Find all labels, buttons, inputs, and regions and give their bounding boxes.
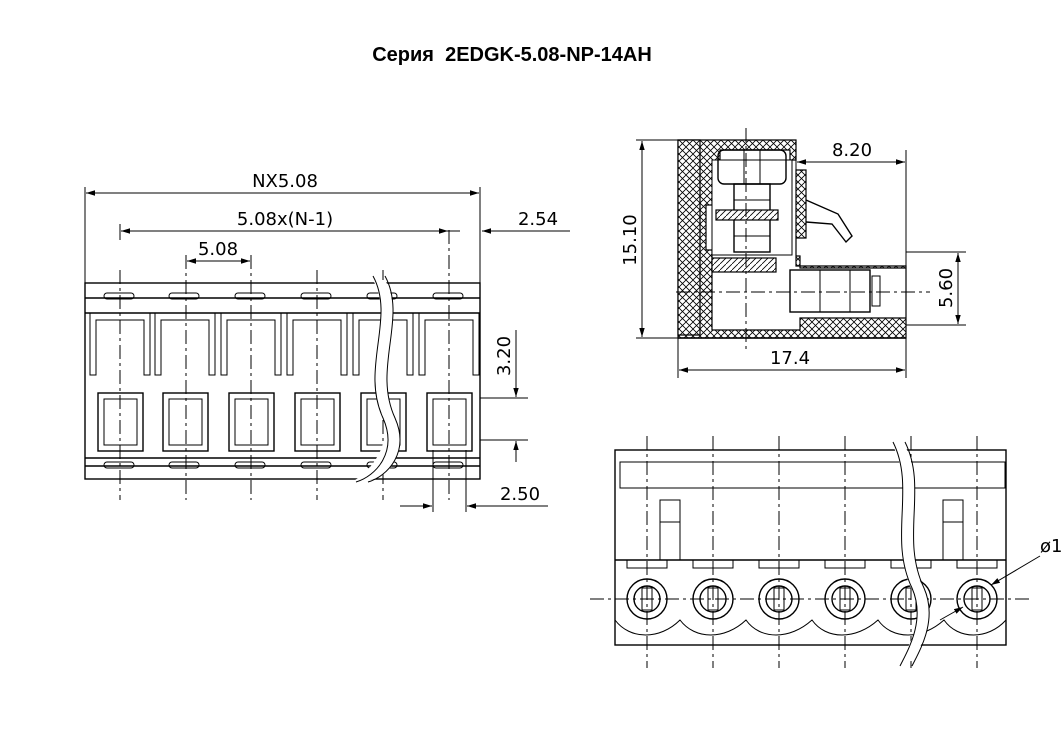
top-body-outline <box>614 449 1007 646</box>
front-break-line <box>355 275 401 483</box>
dim-edge-offset: 2.54 <box>518 209 558 230</box>
side-pin <box>789 269 871 313</box>
drawing-title: Серия 2EDGK-5.08-NP-14AH <box>372 44 652 66</box>
front-windows <box>97 392 473 452</box>
dim-height-small: 3.20 <box>494 336 515 376</box>
dim-length-total: 17.4 <box>770 348 810 369</box>
front-bottom-tabs <box>103 461 464 469</box>
top-centerlines <box>590 436 1030 668</box>
front-body-outline <box>84 282 481 480</box>
dim-depth-top: 8.20 <box>832 140 872 161</box>
front-slots <box>89 313 480 376</box>
dim-nx-pitch: NX5.08 <box>252 171 318 192</box>
top-view: ø1 <box>590 436 1062 668</box>
top-rail <box>619 461 1006 489</box>
dim-height-pin: 5.60 <box>936 268 957 308</box>
dim-hole-diameter: ø1 <box>1040 536 1062 557</box>
top-ledges <box>626 559 998 569</box>
dim-span-pitch: 5.08x(N-1) <box>237 209 333 230</box>
front-view: NX5.08 5.08x(N-1) 5.08 2.54 3.20 2.50 <box>84 171 570 512</box>
front-centerlines <box>119 230 450 500</box>
dim-height-total: 15.10 <box>620 214 641 266</box>
dim-pitch: 5.08 <box>198 239 238 260</box>
top-break-line <box>892 441 930 667</box>
front-top-tabs <box>103 292 464 300</box>
side-section-view: 8.20 15.10 5.60 17.4 <box>620 128 966 378</box>
dim-window-width: 2.50 <box>500 484 540 505</box>
